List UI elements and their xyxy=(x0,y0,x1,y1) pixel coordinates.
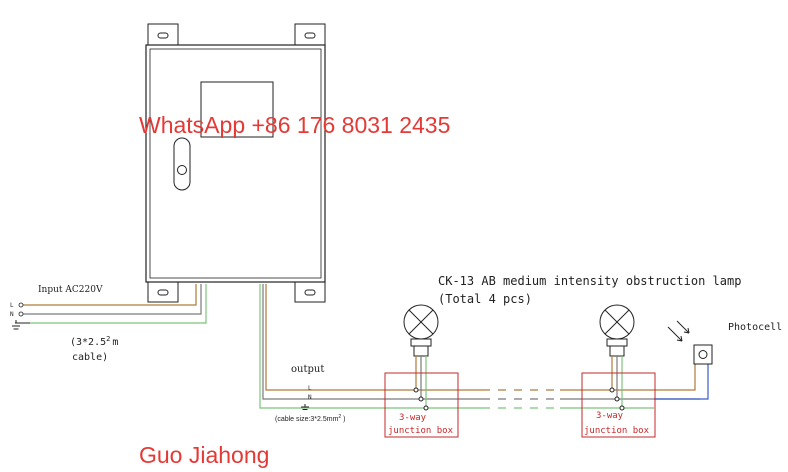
cabinet-lock-icon xyxy=(173,137,191,191)
junction-box-2 xyxy=(581,372,656,438)
input-label: Input AC220V xyxy=(38,285,103,295)
control-cabinet xyxy=(145,44,326,283)
watermark-contact: WhatsApp +86 176 8031 2435 xyxy=(139,112,450,138)
mounting-bracket-bottom-left xyxy=(147,281,179,303)
junction-box-2-label-line1: 3-way xyxy=(596,411,624,421)
junction-box-1-label-line2: junction box xyxy=(388,426,454,436)
obstruction-lamp-icon-1 xyxy=(403,304,439,411)
cabinet-window xyxy=(200,81,274,138)
obstruction-lamp-icon-2 xyxy=(599,304,635,411)
output-ground-icon xyxy=(301,404,309,410)
input-cable-note-line2: cable) xyxy=(72,352,108,363)
output-line-l-label: L xyxy=(308,385,312,392)
mounting-bracket-bottom-right xyxy=(294,281,326,303)
input-line-l-label: L xyxy=(10,302,14,309)
photocell-wire xyxy=(654,364,709,400)
input-terminals xyxy=(18,302,24,317)
watermark-author: Guo Jiahong xyxy=(139,442,269,468)
input-line-n-label: N xyxy=(10,311,14,318)
output-line-n-label: N xyxy=(308,394,312,401)
output-cable-size: (cable size:3*2.5mm2 ) xyxy=(275,414,345,423)
mounting-bracket-top-right xyxy=(294,23,326,46)
wire-break-dashes xyxy=(490,388,560,410)
photocell-icon xyxy=(667,320,713,365)
junction-box-2-label-line2: junction box xyxy=(584,426,650,436)
lamp-title: CK-13 AB medium intensity obstruction la… xyxy=(438,274,741,288)
junction-box-1-label-line1: 3-way xyxy=(399,413,427,423)
mounting-bracket-top-left xyxy=(147,23,179,46)
lamp-count: (Total 4 pcs) xyxy=(438,292,532,306)
photocell-label: Photocell xyxy=(728,322,782,333)
input-ground-icon xyxy=(12,320,30,330)
junction-box-1 xyxy=(384,372,459,438)
output-label: output xyxy=(291,364,324,375)
input-wiring xyxy=(21,284,207,324)
